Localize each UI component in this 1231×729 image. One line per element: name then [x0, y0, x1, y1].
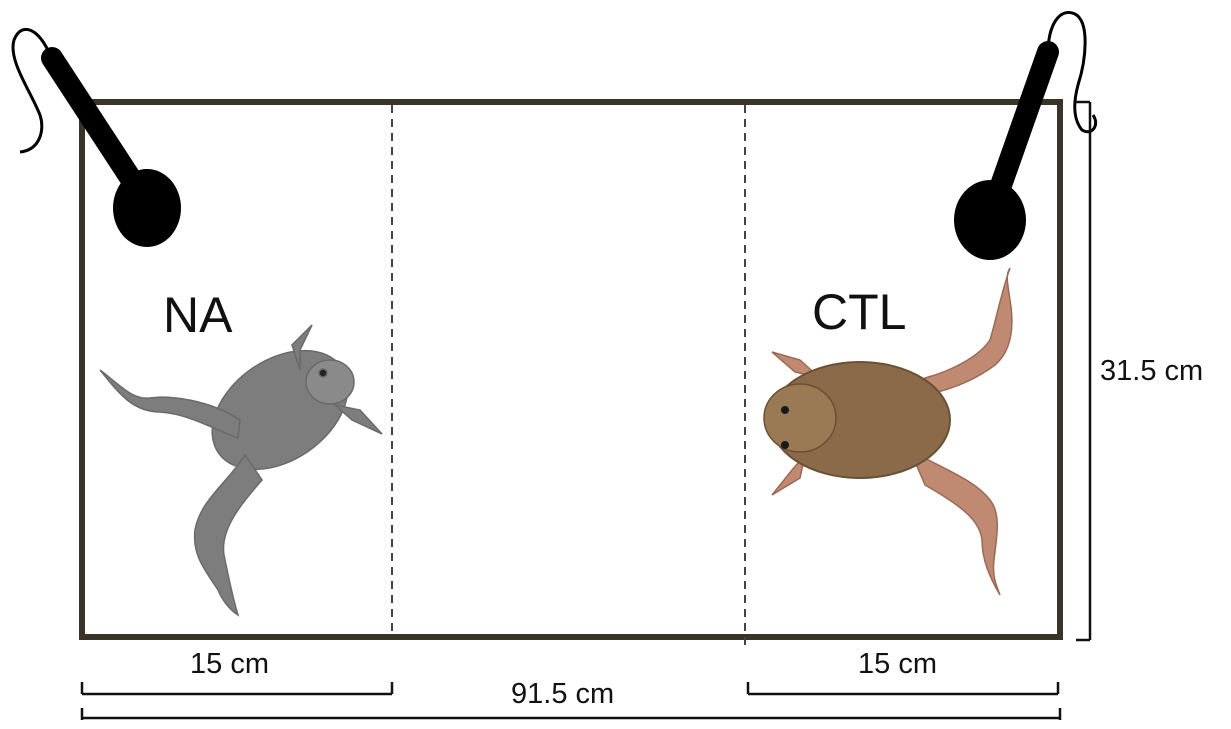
height-dimension-bracket	[1076, 102, 1090, 640]
left-zone-dimension-bracket	[82, 682, 392, 694]
tank-height-label: 31.5 cm	[1100, 355, 1203, 388]
left-zone-label: NA	[163, 286, 232, 344]
left-speaker-icon	[13, 29, 181, 247]
right-zone-width-label: 15 cm	[858, 648, 937, 681]
left-zone-width-label: 15 cm	[190, 648, 269, 681]
tank-length-label: 91.5 cm	[511, 678, 614, 711]
right-zone-dimension-bracket	[748, 682, 1058, 694]
tank-outline	[82, 102, 1060, 637]
left-frog-image	[100, 325, 382, 615]
right-zone-label: CTL	[812, 283, 906, 341]
right-speaker-icon	[954, 12, 1096, 260]
